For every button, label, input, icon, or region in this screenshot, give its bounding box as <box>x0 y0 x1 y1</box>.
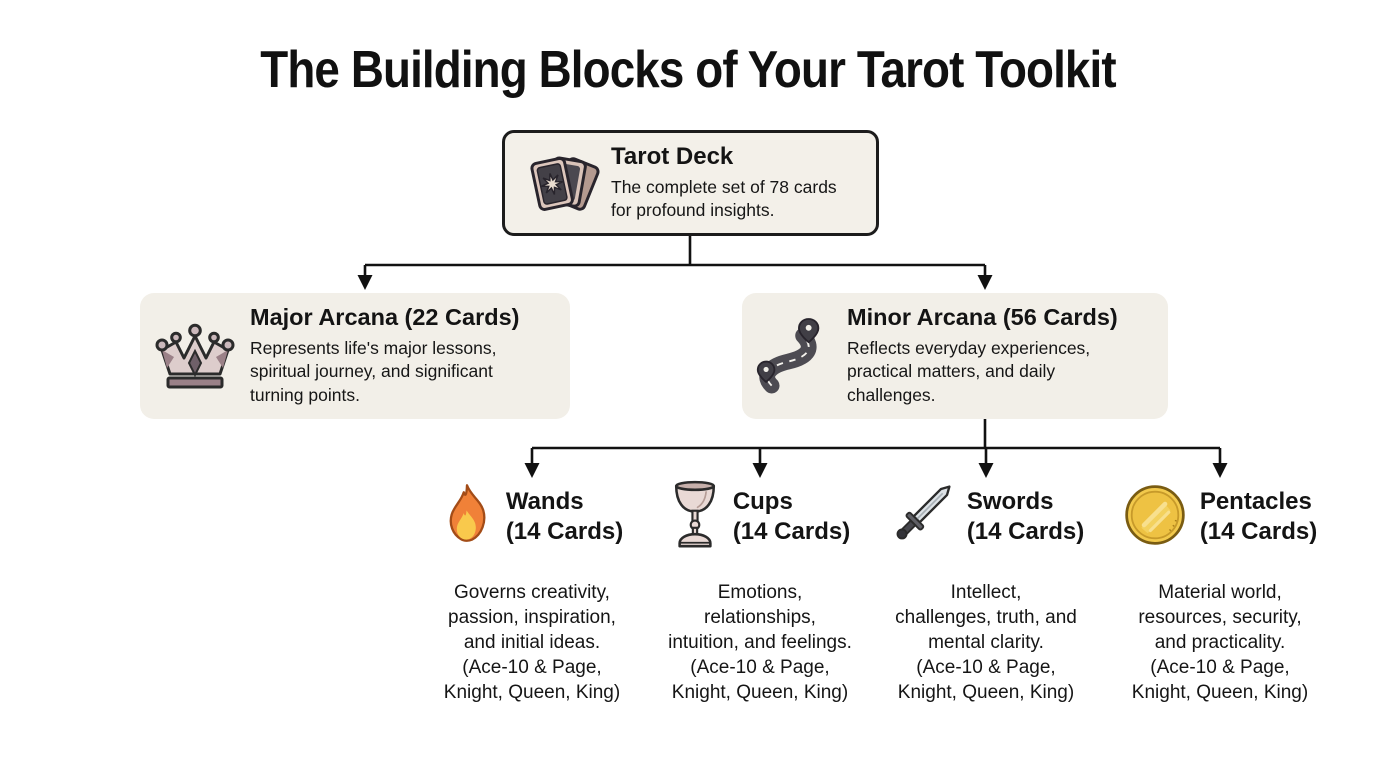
suit-wands-label: Wands (14 Cards) <box>506 487 623 547</box>
suit-pentacles-description: Material world, resources, security, and… <box>1131 582 1309 703</box>
winding-road-icon <box>755 316 829 396</box>
suit-cups-name: Cups <box>732 488 793 515</box>
crown-icon <box>150 317 240 395</box>
node-major-arcana-title: Major Arcana (22 Cards) <box>250 304 520 331</box>
arrowheads-level1 <box>357 275 993 290</box>
node-major-arcana: Major Arcana (22 Cards) Represents life'… <box>140 293 570 419</box>
tarot-cards-icon <box>515 139 603 227</box>
node-tarot-deck: Tarot Deck The complete set of 78 cards … <box>502 130 879 236</box>
suit-cups-count: (14 Cards) <box>732 518 851 545</box>
suit-swords-description: Intellect, challenges, truth, and mental… <box>895 582 1077 703</box>
arrowheads-level2 <box>524 463 1228 478</box>
node-minor-arcana-title: Minor Arcana (56 Cards) <box>847 304 1118 331</box>
suit-pentacles-label: Pentacles (14 Cards) <box>1200 487 1317 547</box>
suit-column-pentacles: Pentacles (14 Cards) Material world, reso… <box>1105 480 1335 705</box>
node-tarot-deck-title: Tarot Deck <box>611 142 734 170</box>
suit-cups-label: Cups (14 Cards) <box>733 487 850 547</box>
suit-cups-description: Emotions, relationships, intuition, and … <box>668 582 852 703</box>
chalice-icon <box>670 480 720 555</box>
suit-column-swords: Swords (14 Cards) Intellect, challenges, … <box>871 480 1101 705</box>
node-tarot-deck-text: Tarot Deck The complete set of 78 cards … <box>611 142 866 223</box>
connector-level2 <box>530 418 1222 464</box>
node-major-arcana-text: Major Arcana (22 Cards) Represents life'… <box>250 304 562 407</box>
suit-swords-count: (14 Cards) <box>966 518 1085 545</box>
suit-swords-name: Swords <box>966 488 1054 515</box>
node-minor-arcana-description: Reflects everyday experiences, practical… <box>847 338 1091 405</box>
suit-pentacles-count: (14 Cards) <box>1199 518 1318 545</box>
node-major-arcana-description: Represents life's major lessons, spiritu… <box>250 338 497 405</box>
suit-pentacles-name: Pentacles <box>1199 488 1312 515</box>
connector-level1 <box>363 236 987 277</box>
node-tarot-deck-description: The complete set of 78 cards for profoun… <box>611 176 837 221</box>
flame-icon <box>441 481 493 554</box>
page-title: The Building Blocks of Your Tarot Toolki… <box>260 41 1116 99</box>
suit-swords-header: Swords (14 Cards) <box>871 480 1101 554</box>
suit-wands-name: Wands <box>505 488 584 515</box>
node-minor-arcana: Minor Arcana (56 Cards) Reflects everyda… <box>742 293 1168 419</box>
suit-wands-header: Wands (14 Cards) <box>417 480 647 554</box>
suit-column-cups: Cups (14 Cards) Emotions, relationships, … <box>645 480 875 705</box>
sword-icon <box>888 482 954 553</box>
suit-wands-description: Governs creativity, passion, inspiration… <box>443 582 621 703</box>
coin-icon <box>1123 483 1187 552</box>
suit-wands-count: (14 Cards) <box>505 518 624 545</box>
suit-pentacles-header: Pentacles (14 Cards) <box>1105 480 1335 554</box>
suit-column-wands: Wands (14 Cards) Governs creativity, pass… <box>417 480 647 705</box>
suit-swords-label: Swords (14 Cards) <box>967 487 1084 547</box>
node-minor-arcana-text: Minor Arcana (56 Cards) Reflects everyda… <box>847 304 1160 407</box>
suit-cups-header: Cups (14 Cards) <box>645 480 875 554</box>
